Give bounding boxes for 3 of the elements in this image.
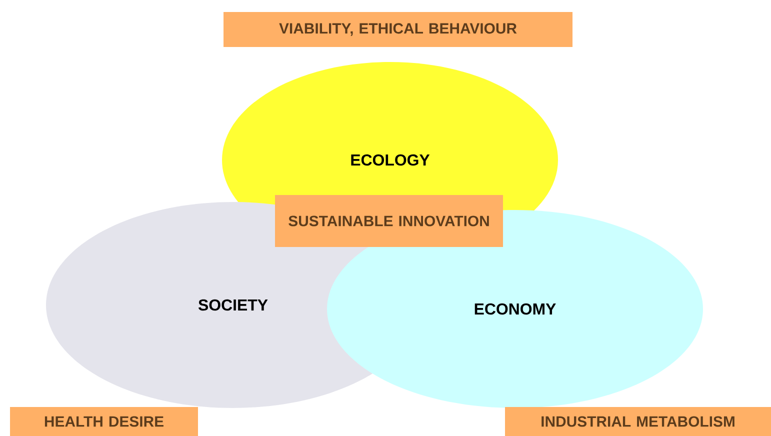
label-box: VIABILITY, ETHICAL BEHAVIOUR: [224, 12, 572, 47]
label-box: INDUSTRIAL METABOLISM: [505, 406, 771, 436]
label-box: HEALTH DESIRE: [10, 406, 198, 436]
